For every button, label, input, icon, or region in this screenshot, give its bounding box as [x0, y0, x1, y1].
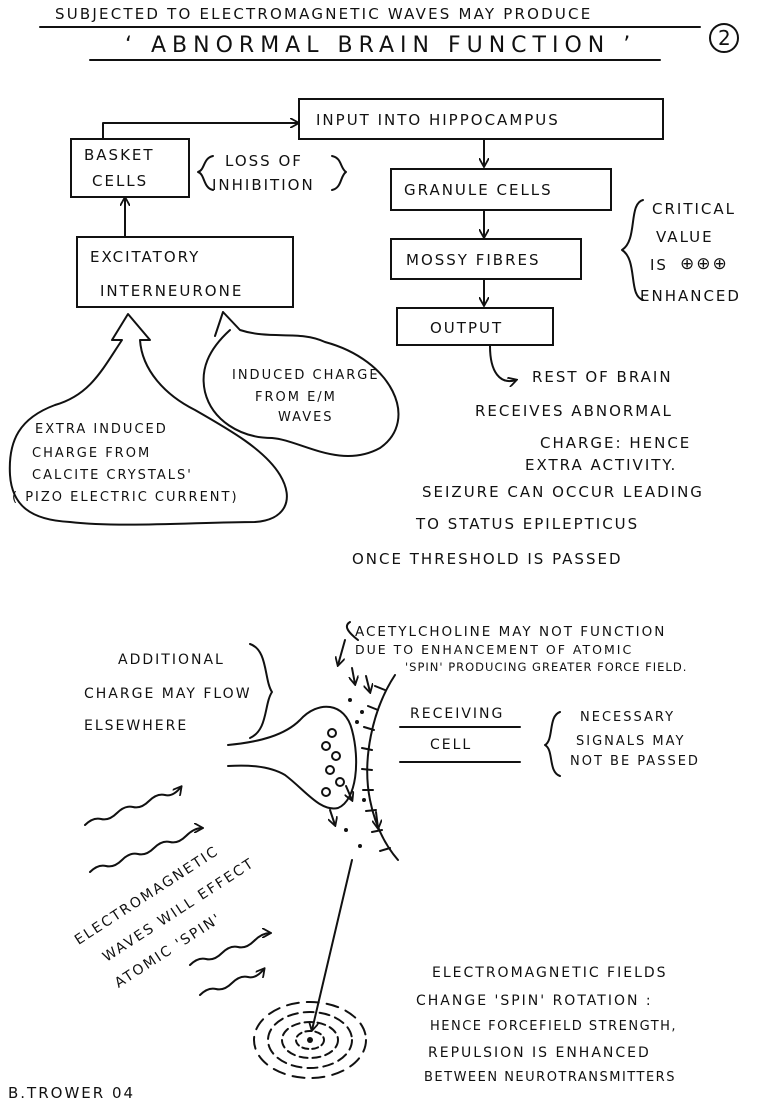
receiving-cell-text-2: CELL: [430, 737, 473, 753]
forcefield-ring: [295, 1030, 325, 1050]
granule-cells-box: GRANULE CELLS: [390, 168, 612, 211]
vesicle: [327, 728, 337, 738]
axon-terminal: [227, 705, 358, 810]
fields-text-1: ELECTROMAGNETIC FIELDS: [432, 965, 668, 981]
signals-text-3: NOT BE PASSED: [570, 754, 700, 769]
rest-text-5: SEIZURE CAN OCCUR LEADING: [422, 483, 704, 501]
em-charge-bubble: [202, 311, 400, 457]
critical-text-1: CRITICAL: [652, 200, 736, 218]
transmitter-arrow: [330, 809, 335, 825]
forcefield-ring: [253, 1001, 367, 1079]
additional-text-1: ADDITIONAL: [118, 652, 225, 668]
rest-text-3: CHARGE: HENCE: [540, 434, 692, 452]
vesicle: [335, 777, 345, 787]
calcite-text-4: ( PIZO ELECTRIC CURRENT): [12, 490, 239, 505]
forcefield-nucleus: [307, 1037, 313, 1043]
rest-text-1: REST OF BRAIN: [532, 368, 673, 386]
transmitter-arrow: [352, 667, 355, 684]
fields-text-3: HENCE FORCEFIELD STRENGTH,: [430, 1019, 678, 1034]
calcite-text-3: CALCITE CRYSTALS': [32, 468, 193, 483]
forcefield-ring: [281, 1021, 339, 1059]
fields-text-4: REPULSION IS ENHANCED: [428, 1045, 651, 1061]
page-number-circle: [709, 23, 739, 53]
calcite-text-1: EXTRA INDUCED: [35, 422, 168, 437]
excitatory-interneurone-box: EXCITATORY INTERNEURONE: [76, 236, 294, 308]
excitatory-label-1: EXCITATORY: [90, 248, 201, 266]
rest-text-2: RECEIVES ABNORMAL: [475, 402, 673, 420]
mossy-fibres-box: MOSSY FIBRES: [390, 238, 582, 280]
transmitter-dot: [360, 710, 364, 714]
arrow-basket-to-input: [102, 123, 298, 139]
transmitter-dot: [355, 720, 359, 724]
em-charge-text-1: INDUCED CHARGE: [232, 368, 380, 383]
additional-text-3: ELSEWHERE: [84, 718, 189, 734]
mossy-fibres-label: MOSSY FIBRES: [406, 251, 541, 269]
additional-brace: [249, 643, 273, 739]
transmitter-arrow: [376, 811, 378, 828]
em-wave-arrow: [84, 787, 181, 826]
arrow-ach: [338, 639, 346, 665]
page-title: ‘ ABNORMAL BRAIN FUNCTION ’: [125, 33, 637, 58]
input-label: INPUT INTO HIPPOCAMPUS: [316, 111, 560, 129]
vesicle: [321, 741, 331, 751]
transmitter-dot: [358, 844, 362, 848]
rest-text-4: EXTRA ACTIVITY.: [525, 456, 678, 474]
critical-text-4: ENHANCED: [640, 287, 741, 305]
em-charge-text-2: FROM E/M: [255, 390, 337, 405]
em-charge-text-3: WAVES: [278, 410, 334, 425]
inhibition-brace-right: [331, 155, 347, 191]
arrow-output-to-brain: [489, 345, 516, 381]
additional-text-2: CHARGE MAY FLOW: [84, 686, 252, 702]
transmitter-dot: [362, 798, 366, 802]
page-number: 2: [718, 26, 731, 50]
postsynaptic-membrane: [366, 674, 399, 861]
inhibition-text-2: INHIBITION: [212, 176, 315, 194]
transmitter-arrow: [346, 785, 352, 800]
output-box: OUTPUT: [396, 307, 554, 346]
vesicle: [321, 787, 331, 797]
signals-brace: [544, 711, 561, 777]
inhibition-brace-left: [197, 155, 214, 191]
signals-text-2: SIGNALS MAY: [576, 734, 686, 749]
rest-text-7: ONCE THRESHOLD IS PASSED: [352, 550, 623, 568]
calcite-bubble: [8, 313, 288, 526]
rest-text-6: TO STATUS EPILEPTICUS: [416, 515, 640, 533]
forcefield-ring: [267, 1011, 353, 1069]
critical-brace: [621, 199, 644, 301]
vesicle: [325, 765, 335, 775]
basket-cells-label-1: BASKET: [84, 146, 155, 164]
receiving-cell-text-1: RECEIVING: [410, 706, 505, 722]
membrane-hatch: [361, 685, 391, 852]
em-wave-arrow: [89, 828, 202, 873]
fields-text-2: CHANGE 'SPIN' ROTATION :: [416, 993, 653, 1009]
transmitter-dot: [344, 828, 348, 832]
critical-symbols: ⊕⊕⊕: [680, 254, 729, 274]
ach-brace: [345, 621, 359, 641]
signals-text-1: NECESSARY: [580, 710, 676, 725]
input-box: INPUT INTO HIPPOCAMPUS: [298, 98, 664, 140]
author-signature: B.TROWER 04: [8, 1084, 136, 1102]
critical-text-3: IS: [650, 256, 668, 274]
basket-cells-label-2: CELLS: [92, 172, 149, 190]
excitatory-label-2: INTERNEURONE: [100, 282, 244, 300]
transmitter-arrow: [366, 675, 370, 692]
calcite-text-2: CHARGE FROM: [32, 446, 152, 461]
ach-text-2: DUE TO ENHANCEMENT OF ATOMIC: [355, 642, 634, 657]
em-wave-arrow: [199, 969, 264, 996]
output-label: OUTPUT: [430, 319, 504, 337]
inhibition-text-1: LOSS OF: [225, 152, 303, 170]
transmitter-dot: [348, 698, 352, 702]
em-wave-arrow: [189, 933, 270, 966]
granule-cells-label: GRANULE CELLS: [404, 181, 553, 199]
header-line-1: SUBJECTED TO ELECTROMAGNETIC WAVES MAY P…: [55, 5, 593, 23]
vesicle: [331, 751, 341, 761]
ach-text-1: ACETYLCHOLINE MAY NOT FUNCTION: [355, 624, 667, 640]
ach-text-3: 'SPIN' PRODUCING GREATER FORCE FIELD.: [405, 660, 688, 674]
basket-cells-box: BASKET CELLS: [70, 138, 190, 198]
fields-text-5: BETWEEN NEUROTRANSMITTERS: [424, 1070, 676, 1085]
critical-text-2: VALUE: [656, 228, 714, 246]
